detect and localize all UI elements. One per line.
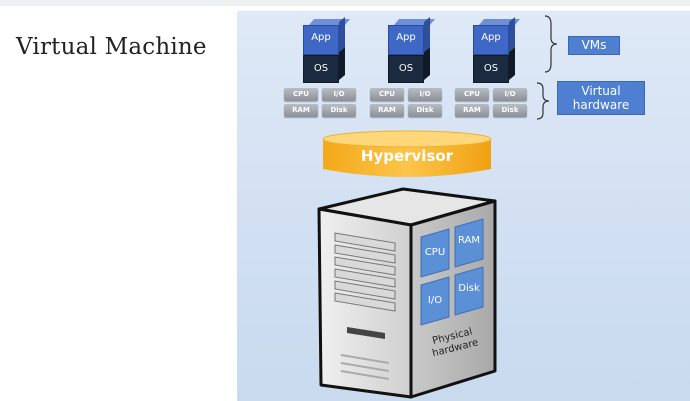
virtualization-diagram: App OS App OS App OS CPU I/O RAM Disk CP… [237, 11, 690, 401]
vhw-3-io: I/O [493, 88, 527, 101]
vhw-3-disk: Disk [493, 104, 527, 117]
vhw-2-ram: RAM [370, 104, 404, 117]
top-bar [0, 0, 690, 6]
vm-1-os: OS [303, 55, 339, 83]
physical-ram: RAM [457, 235, 480, 246]
virtual-hw-bracket [536, 82, 550, 120]
physical-cpu: CPU [424, 247, 446, 258]
virtual-hw-3: CPU I/O RAM Disk [455, 88, 529, 118]
vm-1-app: App [303, 25, 339, 55]
virtual-hardware-label-line1: Virtual [581, 84, 621, 98]
vhw-1-cpu: CPU [284, 88, 318, 101]
vhw-3-cpu: CPU [455, 88, 489, 101]
vhw-2-disk: Disk [408, 104, 442, 117]
vm-3-app: App [473, 25, 509, 55]
vhw-3-ram: RAM [455, 104, 489, 117]
server-tower [317, 187, 497, 399]
vms-label: VMs [568, 36, 620, 55]
vm-2-os: OS [388, 55, 424, 83]
hypervisor-label: Hypervisor [360, 147, 454, 165]
virtual-hw-2: CPU I/O RAM Disk [370, 88, 444, 118]
vms-bracket [544, 15, 558, 73]
vhw-1-io: I/O [322, 88, 356, 101]
physical-server: CPU RAM I/O Disk Physical hardware [307, 185, 507, 399]
vhw-2-io: I/O [408, 88, 442, 101]
vhw-1-disk: Disk [322, 104, 356, 117]
vhw-1-ram: RAM [284, 104, 318, 117]
virtual-hardware-label: Virtual hardware [557, 81, 645, 115]
physical-io: I/O [427, 295, 443, 306]
virtual-hardware-label-line2: hardware [572, 98, 630, 112]
hypervisor-cylinder [322, 130, 492, 177]
vm-2-app: App [388, 25, 424, 55]
virtual-hw-1: CPU I/O RAM Disk [284, 88, 358, 118]
physical-disk: Disk [458, 283, 480, 294]
hypervisor: Hypervisor [321, 129, 493, 183]
vm-3-os: OS [473, 55, 509, 83]
vhw-2-cpu: CPU [370, 88, 404, 101]
page-title: Virtual Machine [16, 34, 207, 60]
